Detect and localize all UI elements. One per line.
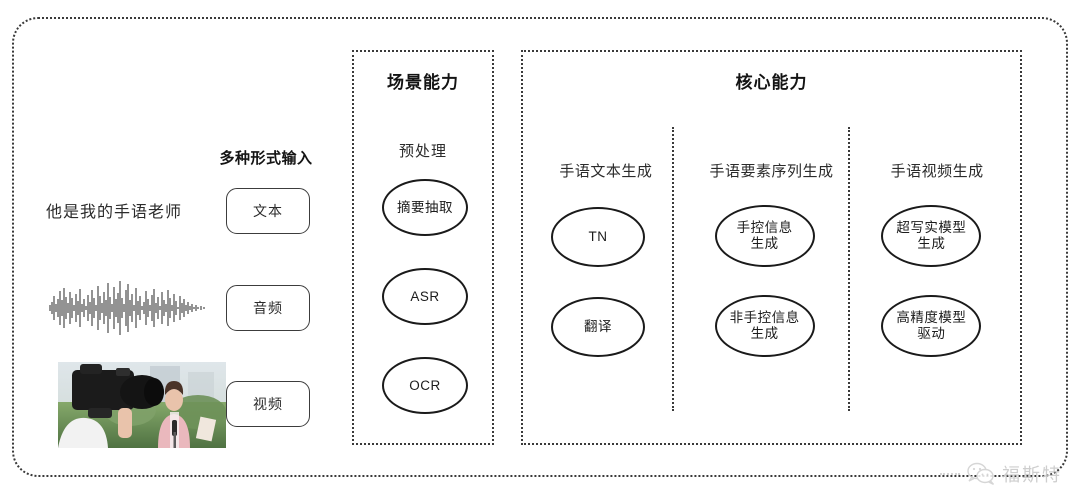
scene-node-summary-extraction[interactable]: 摘要抽取 (382, 179, 468, 236)
input-pill-audio[interactable]: 音频 (226, 285, 310, 331)
core-column-2-header: 手语要素序列生成 (709, 163, 834, 180)
scene-node-asr[interactable]: ASR (382, 268, 468, 325)
core-capability-title: 核心能力 (735, 73, 808, 92)
input-pill-video[interactable]: 视频 (226, 381, 310, 427)
core-column-divider-2 (848, 127, 850, 411)
core-capability-box: 核心能力 手语文本生成 TN 翻译 手语要素序列生成 手控信息生成 非手控信息生… (521, 50, 1022, 445)
core-column-1-header: 手语文本生成 (559, 163, 653, 180)
sample-sentence: 他是我的手语老师 (46, 204, 183, 221)
camera-reporter-photo (58, 362, 226, 448)
core-node-manual-info-generation[interactable]: 手控信息生成 (714, 205, 815, 267)
core-column-video-generation: 手语视频生成 超写实模型生成 高精度模型驱动 (854, 52, 1020, 443)
core-node-translation[interactable]: 翻译 (551, 297, 645, 357)
core-node-photorealistic-model-generation[interactable]: 超写实模型生成 (881, 205, 982, 267)
scene-node-ocr[interactable]: OCR (382, 357, 468, 414)
core-column-element-sequence: 手语要素序列生成 手控信息生成 非手控信息生成 (689, 52, 855, 443)
input-panel: 多种形式输入 他是我的手语老师 (30, 40, 330, 448)
core-column-text-generation: 手语文本生成 TN 翻译 (523, 52, 689, 443)
core-node-high-precision-model-driving[interactable]: 高精度模型驱动 (881, 295, 982, 357)
core-column-divider-1 (672, 127, 674, 411)
watermark: 福斯特 (940, 461, 1062, 487)
core-column-3-header: 手语视频生成 (890, 163, 984, 180)
core-node-non-manual-info-generation[interactable]: 非手控信息生成 (714, 295, 815, 357)
watermark-text: 福斯特 (1002, 465, 1062, 486)
watermark-dot-leader (940, 473, 960, 475)
scene-capability-title: 场景能力 (387, 73, 459, 92)
input-pill-text[interactable]: 文本 (226, 188, 310, 234)
scene-capability-box: 场景能力 预处理 摘要抽取 ASR OCR (352, 50, 494, 445)
wechat-icon (966, 462, 996, 486)
multi-input-label: 多种形式输入 (219, 150, 313, 167)
scene-capability-subtitle: 预处理 (398, 143, 447, 160)
outer-dotted-frame (12, 17, 1068, 477)
audio-waveform (46, 278, 208, 338)
core-node-tn[interactable]: TN (551, 207, 645, 267)
